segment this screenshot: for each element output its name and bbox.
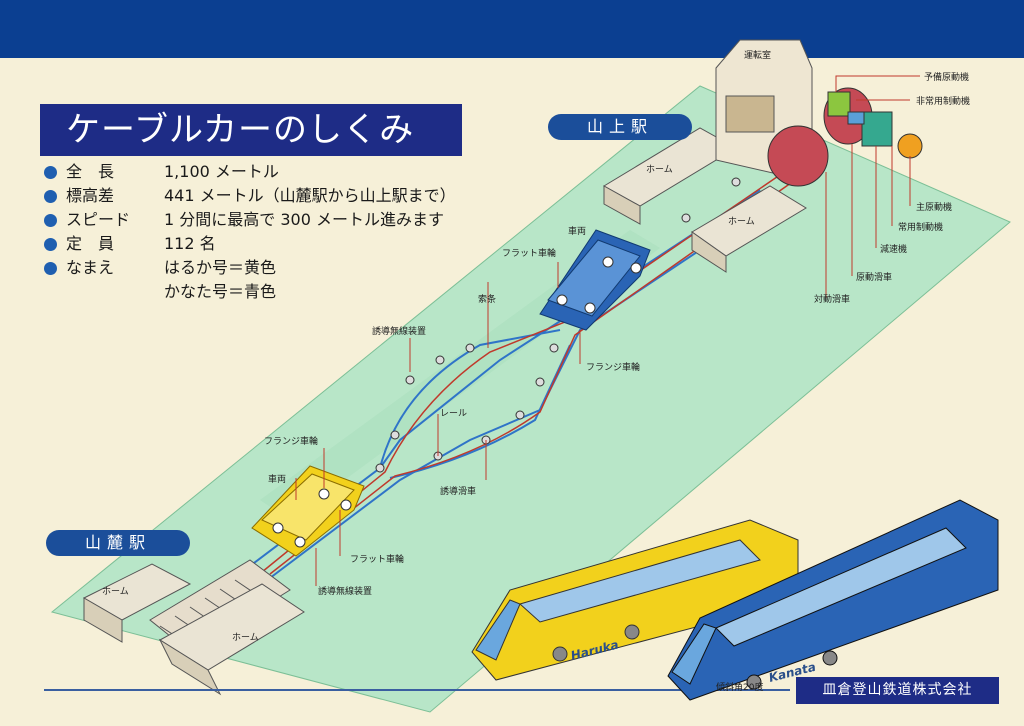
yellow-car-label: 車両 (268, 473, 286, 485)
bottom-station-tag: 山麓駅 (46, 530, 190, 556)
bullet-icon (44, 214, 57, 227)
spec-key: スピード (66, 210, 131, 229)
company-name: 皿倉登山鉄道株式会社 (796, 677, 999, 704)
bottom-platform-right-side (158, 638, 222, 696)
rope (261, 167, 791, 573)
top-platform-left-side (603, 185, 641, 225)
spec-value: はるか号＝黄色 (164, 258, 277, 277)
spec-key: 標高差 (66, 186, 115, 205)
page-title: ケーブルカーのしくみ (40, 104, 462, 156)
bullet-icon (44, 238, 57, 251)
reducer-label: 減速機 (880, 243, 907, 255)
blue-car (539, 229, 651, 331)
slope-angle-label: 傾斜角20度 (716, 681, 763, 693)
blue-flat-wheel-label: フラット車輪 (502, 247, 556, 259)
bottom-platform-left-side (83, 597, 123, 643)
spec-key: なまえ (66, 258, 115, 277)
callout-lines (295, 262, 581, 586)
yellow-train (471, 519, 799, 681)
induction-radio-bottom-label: 誘導無線装置 (318, 585, 372, 597)
guide-pulleys (235, 177, 741, 583)
yellow-flat-wheel-label: フラット車輪 (350, 553, 404, 565)
bullet-icon (44, 190, 57, 203)
spec-value: かなた号＝青色 (164, 282, 277, 301)
guide-pulley-label: 誘導滑車 (440, 485, 476, 497)
bullet-icon (44, 166, 57, 179)
header-bar (0, 0, 1024, 58)
yellow-car (251, 465, 365, 557)
machinery-leaders (825, 75, 920, 298)
spec-key: 定 員 (66, 234, 115, 253)
rope-label: 索条 (478, 293, 496, 305)
spare-motor-label: 予備原動機 (924, 71, 969, 83)
blue-train (667, 499, 999, 701)
spec-key: 全 長 (66, 162, 115, 181)
spec-value: 1 分間に最高で 300 メートル進みます (164, 210, 444, 229)
slope-area (50, 85, 1011, 713)
induction-radio-top-label: 誘導無線装置 (372, 325, 426, 337)
counter-sheave-label: 対動滑車 (814, 293, 850, 305)
bottom-platform-right-label: ホーム (232, 632, 259, 643)
service-brake-label: 常用制動機 (898, 221, 943, 233)
control-room-label: 運転室 (744, 49, 771, 61)
spec-value: 112 名 (164, 234, 216, 253)
emergency-brake-label: 非常用制動機 (916, 95, 970, 107)
blue-flange-wheel-label: フランジ車輪 (586, 361, 640, 373)
spec-value: 441 メートル（山麓駅から山上駅まで） (164, 186, 456, 205)
machinery (767, 87, 923, 187)
yellow-flange-wheel-label: フランジ車輪 (264, 435, 318, 447)
spec-value: 1,100 メートル (164, 162, 279, 181)
main-motor-label: 主原動機 (916, 201, 952, 213)
rope-2 (269, 177, 799, 575)
top-platform-left-label: ホーム (646, 164, 673, 175)
bottom-platform-left-label: ホーム (102, 586, 129, 597)
bullet-icon (44, 262, 57, 275)
top-station-tag: 山上駅 (548, 114, 692, 140)
blue-car-label: 車両 (568, 225, 586, 237)
passing-loop-rail-2 (389, 344, 571, 479)
top-platform-right-side (691, 231, 727, 273)
rail-label: レール (440, 409, 467, 419)
top-platform-right-label: ホーム (728, 216, 755, 227)
drive-sheave-label: 原動滑車 (856, 271, 892, 283)
